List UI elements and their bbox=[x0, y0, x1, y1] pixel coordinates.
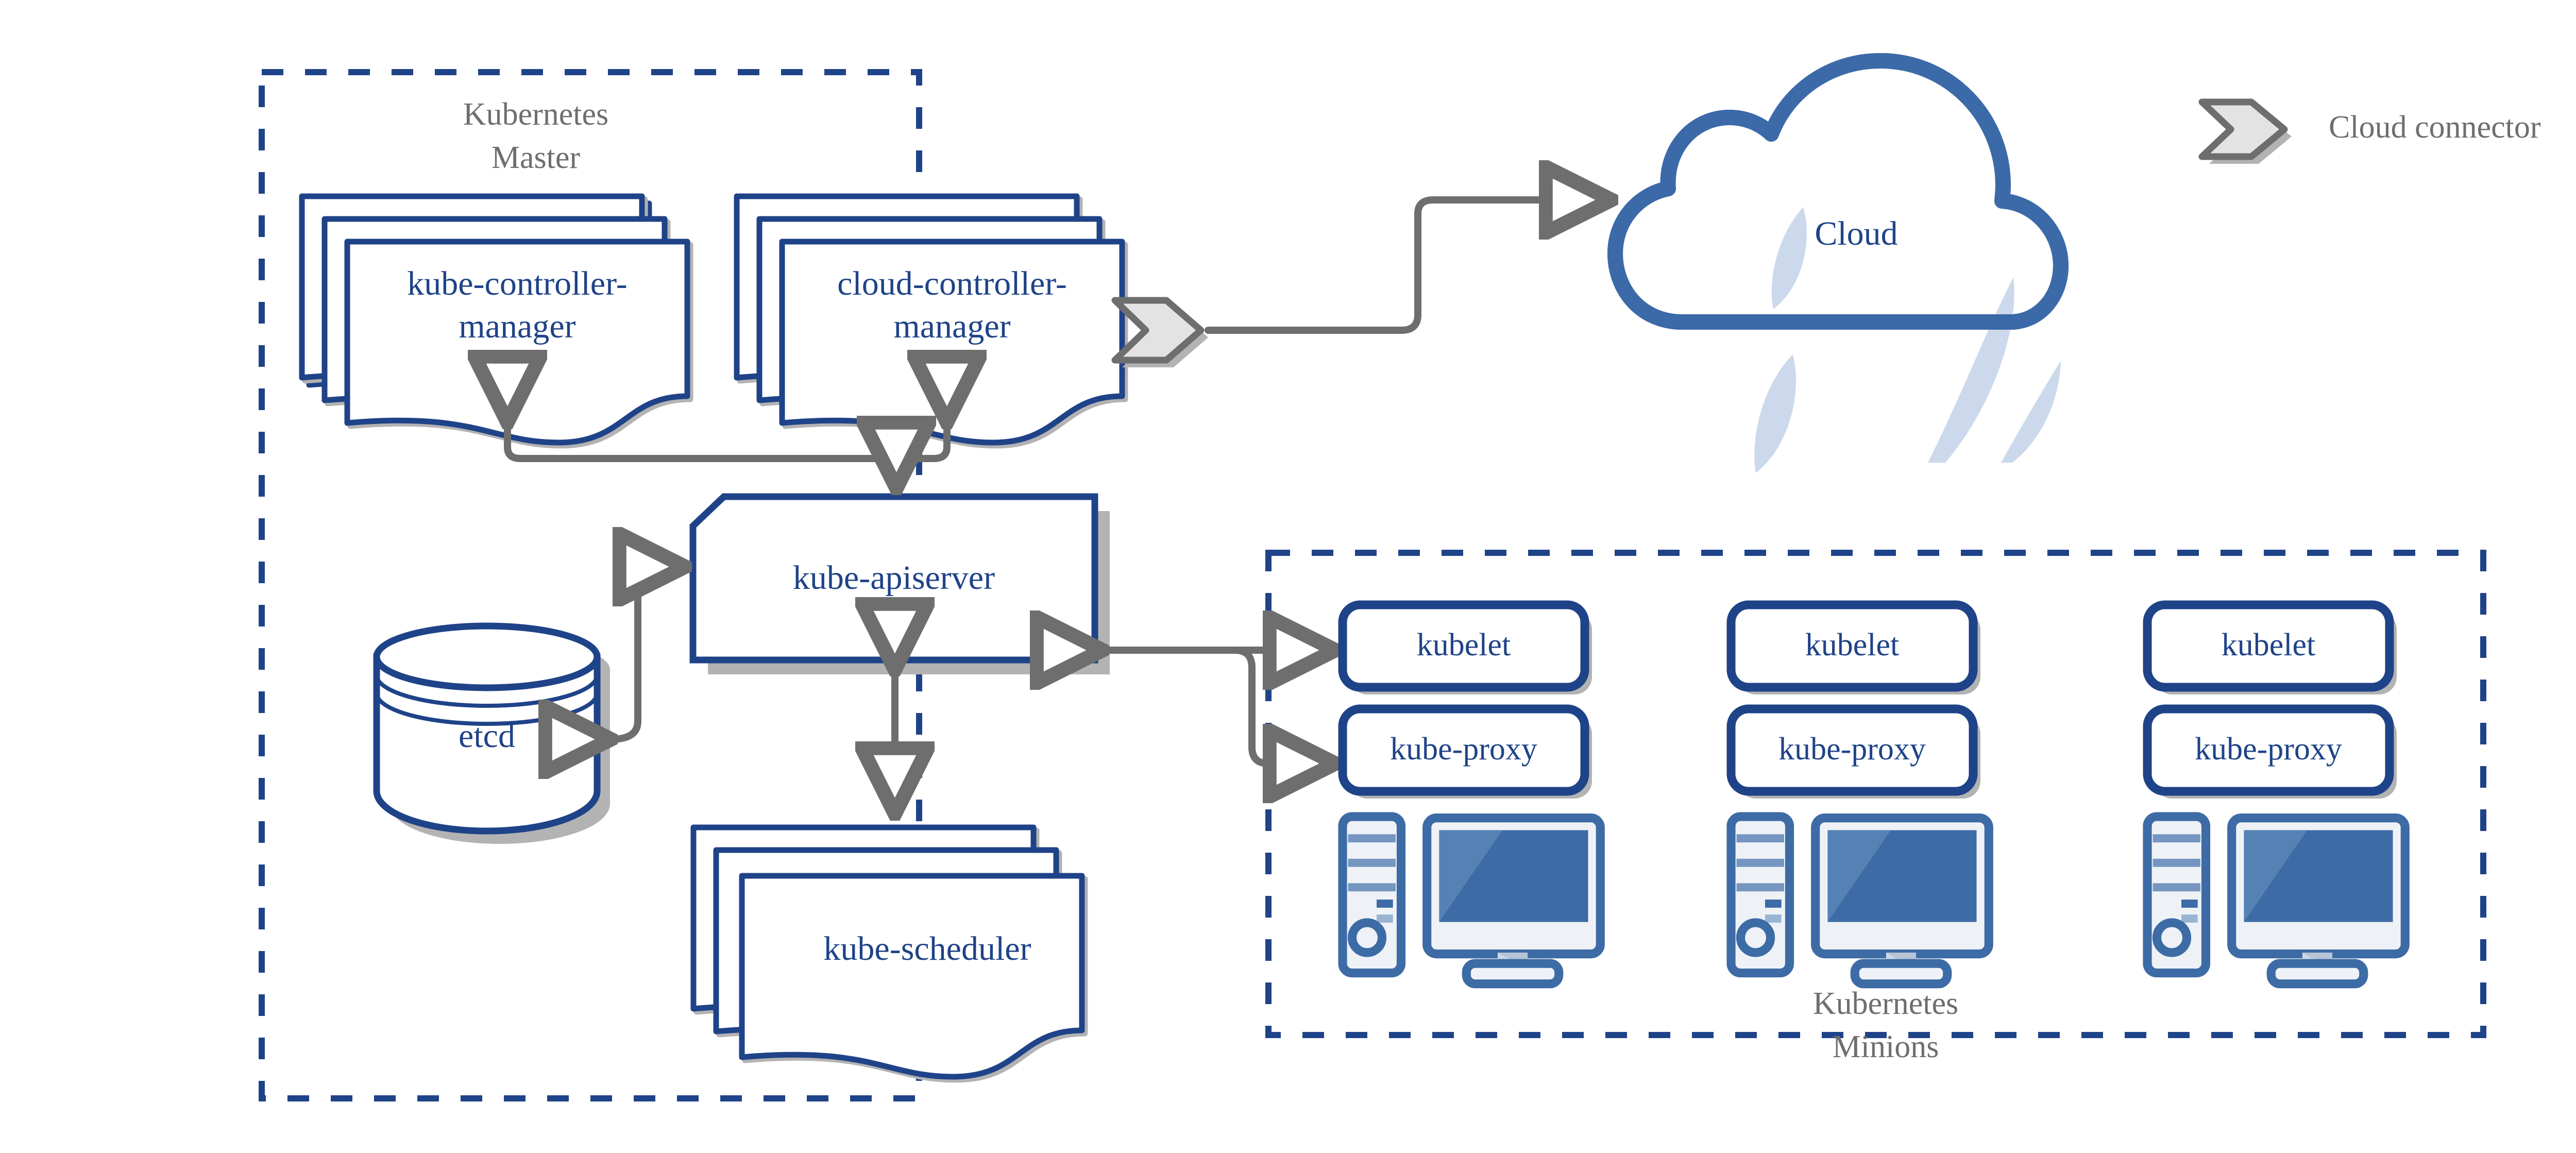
legend-cloud-connector-icon[interactable] bbox=[2198, 98, 2288, 160]
kube-controller-manager-label-line1: kube-controller- bbox=[407, 265, 628, 302]
minion-1-kubelet-box bbox=[1338, 600, 1589, 692]
connector-ccm-to-apiserver bbox=[896, 422, 947, 488]
connector-kcm-to-apiserver bbox=[507, 422, 886, 462]
kubernetes-master-label-line2: Master bbox=[492, 140, 581, 175]
minion-1: kubelet kube-proxy bbox=[1338, 600, 1600, 984]
kube-apiserver-shape bbox=[689, 493, 1098, 664]
connector-apiserver-to-kube-proxy bbox=[1231, 647, 1335, 764]
cloud-highlight-2 bbox=[1754, 354, 1796, 473]
kubernetes-minions-group: Kubernetes Minions bbox=[1265, 550, 2486, 1064]
minion-3: kubelet kube-proxy bbox=[2143, 600, 2405, 984]
kube-controller-manager-sheet-front bbox=[344, 239, 690, 446]
kube-scheduler-node[interactable]: kube-scheduler bbox=[690, 824, 1088, 1083]
minion-1-kubelet-label: kubelet bbox=[1417, 628, 1511, 663]
minion-3-computer-icon[interactable] bbox=[2147, 817, 2405, 984]
minion-2-kube-proxy-label: kube-proxy bbox=[1778, 732, 1926, 767]
cloud-connector-icon[interactable] bbox=[1111, 297, 1208, 367]
minion-1-kube-proxy-label: kube-proxy bbox=[1390, 732, 1537, 767]
minion-3-kube-proxy-label: kube-proxy bbox=[2195, 732, 2342, 767]
kubernetes-minions-border bbox=[1265, 550, 2486, 1038]
minion-1-kube-proxy-box bbox=[1338, 704, 1589, 796]
legend-cloud-connector-label: Cloud connector bbox=[2329, 110, 2541, 145]
cloud-highlight-1 bbox=[1771, 207, 1807, 309]
kube-apiserver-node[interactable]: kube-apiserver bbox=[689, 493, 1110, 674]
kube-apiserver-label: kube-apiserver bbox=[793, 559, 995, 597]
minion-1-computer-icon[interactable] bbox=[1343, 817, 1600, 984]
minion-1-kube-proxy[interactable]: kube-proxy bbox=[1338, 704, 1592, 799]
minion-2-kubelet-label: kubelet bbox=[1805, 628, 1900, 663]
minion-2-computer-icon[interactable] bbox=[1731, 817, 1989, 984]
cloud-controller-manager-label-line2: manager bbox=[893, 308, 1010, 345]
etcd-cylinder-top bbox=[373, 622, 601, 691]
connector-cloud-connector-to-cloud bbox=[1205, 200, 1612, 334]
kubernetes-minions-label-line2: Minions bbox=[1833, 1029, 1939, 1064]
etcd-label: etcd bbox=[459, 717, 515, 755]
minion-2-kubelet[interactable]: kubelet bbox=[1726, 600, 1980, 694]
minion-2-kube-proxy-box bbox=[1726, 704, 1978, 796]
cloud-controller-manager-label-line1: cloud-controller- bbox=[837, 265, 1067, 302]
etcd-node[interactable]: etcd bbox=[373, 622, 610, 844]
legend: Cloud connector bbox=[2198, 98, 2541, 164]
minion-3-kube-proxy-box bbox=[2143, 704, 2394, 796]
cloud-highlight-4 bbox=[2001, 361, 2061, 463]
cloud-label: Cloud bbox=[1815, 215, 1897, 252]
kube-scheduler-label: kube-scheduler bbox=[823, 930, 1031, 968]
minion-1-kubelet[interactable]: kubelet bbox=[1338, 600, 1592, 694]
minion-2-kube-proxy[interactable]: kube-proxy bbox=[1726, 704, 1980, 799]
kubernetes-master-label-line1: Kubernetes bbox=[463, 97, 608, 132]
minion-2: kubelet kube-proxy bbox=[1726, 600, 1989, 984]
kube-controller-manager-label-line2: manager bbox=[459, 308, 575, 345]
kube-controller-manager-node[interactable]: kube-controller- manager bbox=[299, 193, 693, 449]
cloud-node[interactable]: Cloud bbox=[1607, 53, 2069, 473]
minion-3-kubelet-label: kubelet bbox=[2222, 628, 2316, 663]
minion-3-kubelet[interactable]: kubelet bbox=[2143, 600, 2397, 694]
minion-2-kubelet-box bbox=[1726, 600, 1978, 692]
cloud-controller-manager-node[interactable]: cloud-controller- manager bbox=[734, 193, 1128, 449]
cloud-shape bbox=[1607, 53, 2069, 330]
minion-3-kubelet-box bbox=[2143, 600, 2394, 692]
connector-etcd-to-apiserver bbox=[611, 567, 685, 739]
minion-3-kube-proxy[interactable]: kube-proxy bbox=[2143, 704, 2397, 799]
kubernetes-minions-label-line1: Kubernetes bbox=[1813, 986, 1958, 1021]
kube-scheduler-sheet-front bbox=[739, 873, 1085, 1080]
